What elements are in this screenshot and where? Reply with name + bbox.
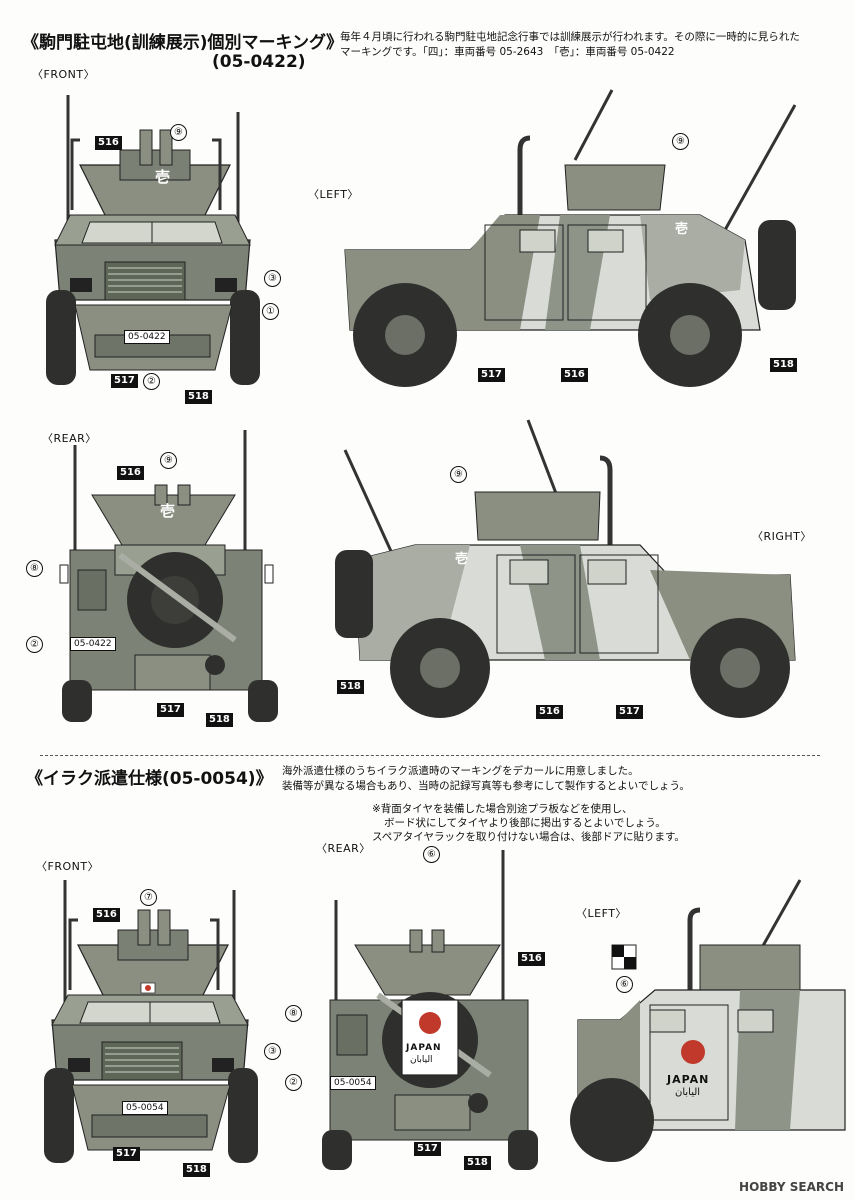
tag-516-right-1: 516 <box>536 705 563 719</box>
section1-note-line1: 毎年４月頃に行われる駒門駐屯地記念行事では訓練展示が行われます。その際に一時的に… <box>340 31 800 43</box>
tag-517-rear-2: 517 <box>414 1142 441 1156</box>
callout-8-rear-2: ⑧ <box>285 1005 302 1022</box>
callout-9-front-1: ⑨ <box>170 124 187 141</box>
section1-note-line2: マーキングです。「四」：車両番号 05-2643 「壱」：車両番号 05-042… <box>340 46 675 58</box>
view-label-right-1: 〈RIGHT〉 <box>752 530 812 543</box>
tag-516-front-1: 516 <box>95 136 122 150</box>
flag-text-rear-2: JAPAN <box>406 1043 442 1053</box>
tag-518-rear-2: 518 <box>464 1156 491 1170</box>
tag-517-rear-1: 517 <box>157 703 184 717</box>
callout-9-left-1: ⑨ <box>672 133 689 150</box>
tag-516-rear-1: 516 <box>117 466 144 480</box>
section-divider <box>40 755 820 756</box>
tag-516-front-2: 516 <box>93 908 120 922</box>
section2-note-line2: 装備等が異なる場合もあり、当時の記録写真等も参考にして製作するとよいでしょう。 <box>282 780 690 792</box>
tag-516-rear-2: 516 <box>518 952 545 966</box>
tag-517-front-2: 517 <box>113 1147 140 1161</box>
section1-title: 《駒門駐屯地(訓練展示)個別マーキング》 <box>22 33 344 53</box>
section1-subtitle: (05-0422) <box>212 52 306 72</box>
callout-3-front-1: ③ <box>264 270 281 287</box>
callout-9-rear-1: ⑨ <box>160 452 177 469</box>
tag-517-front-1: 517 <box>111 374 138 388</box>
tag-517-right-1: 517 <box>616 705 643 719</box>
callout-6-rear-2: ⑥ <box>423 846 440 863</box>
flag-arabic-rear-2: اليابان <box>410 1055 433 1065</box>
plate-front-1: 05-0422 <box>124 330 170 344</box>
view-label-rear-2: 〈REAR〉 <box>316 842 371 855</box>
callout-2-rear-1: ② <box>26 636 43 653</box>
section2-note-line1: 海外派遣仕様のうちイラク派遣時のマーキングをデカールに用意しました。 <box>282 765 639 777</box>
view-label-front-2: 〈FRONT〉 <box>36 860 100 873</box>
tag-518-right-1: 518 <box>337 680 364 694</box>
callout-3-front-2: ③ <box>264 1043 281 1060</box>
view-label-left-2: 〈LEFT〉 <box>576 907 627 920</box>
plate-rear-1: 05-0422 <box>70 637 116 651</box>
turret-mark-rear-1: 壱 <box>160 502 176 520</box>
tag-518-left-1: 518 <box>770 358 797 372</box>
callout-6-left-2: ⑥ <box>616 976 633 993</box>
watermark: HOBBY SEARCH <box>739 1180 844 1194</box>
view-label-front-1: 〈FRONT〉 <box>32 68 96 81</box>
section2-title: 《イラク派遣仕様(05-0054)》 <box>26 769 273 789</box>
tag-518-front-1: 518 <box>185 390 212 404</box>
plate-rear-2: 05-0054 <box>330 1076 376 1090</box>
callout-8-rear-1: ⑧ <box>26 560 43 577</box>
callout-9-right-1: ⑨ <box>450 466 467 483</box>
tag-516-left-1: 516 <box>561 368 588 382</box>
view-label-rear-1: 〈REAR〉 <box>42 432 97 445</box>
tag-518-front-2: 518 <box>183 1163 210 1177</box>
callout-2-rear-2: ② <box>285 1074 302 1091</box>
section2-remark-line1: ※背面タイヤを装備した場合別途プラ板などを使用し、 <box>372 803 633 815</box>
plate-front-2: 05-0054 <box>122 1101 168 1115</box>
view-label-left-1: 〈LEFT〉 <box>308 188 359 201</box>
tag-517-left-1: 517 <box>478 368 505 382</box>
section2-remark-line3: スペアタイヤラックを取り付けない場合は、後部ドアに貼ります。 <box>372 831 685 843</box>
turret-mark-right-1: 壱 <box>455 552 469 567</box>
flag-text-left-2: JAPAN <box>667 1073 710 1086</box>
flag-arabic-left-2: اليابان <box>675 1087 701 1098</box>
callout-7-front-2: ⑦ <box>140 889 157 906</box>
callout-2-front-1: ② <box>143 373 160 390</box>
turret-mark-left-1: 壱 <box>675 222 689 237</box>
tag-518-rear-1: 518 <box>206 713 233 727</box>
turret-mark-front-1: 壱 <box>155 168 171 186</box>
section2-remark-line2: ボード状にしてタイヤより後部に掲出するとよいでしょう。 <box>384 817 666 829</box>
callout-1-front-1: ① <box>262 303 279 320</box>
